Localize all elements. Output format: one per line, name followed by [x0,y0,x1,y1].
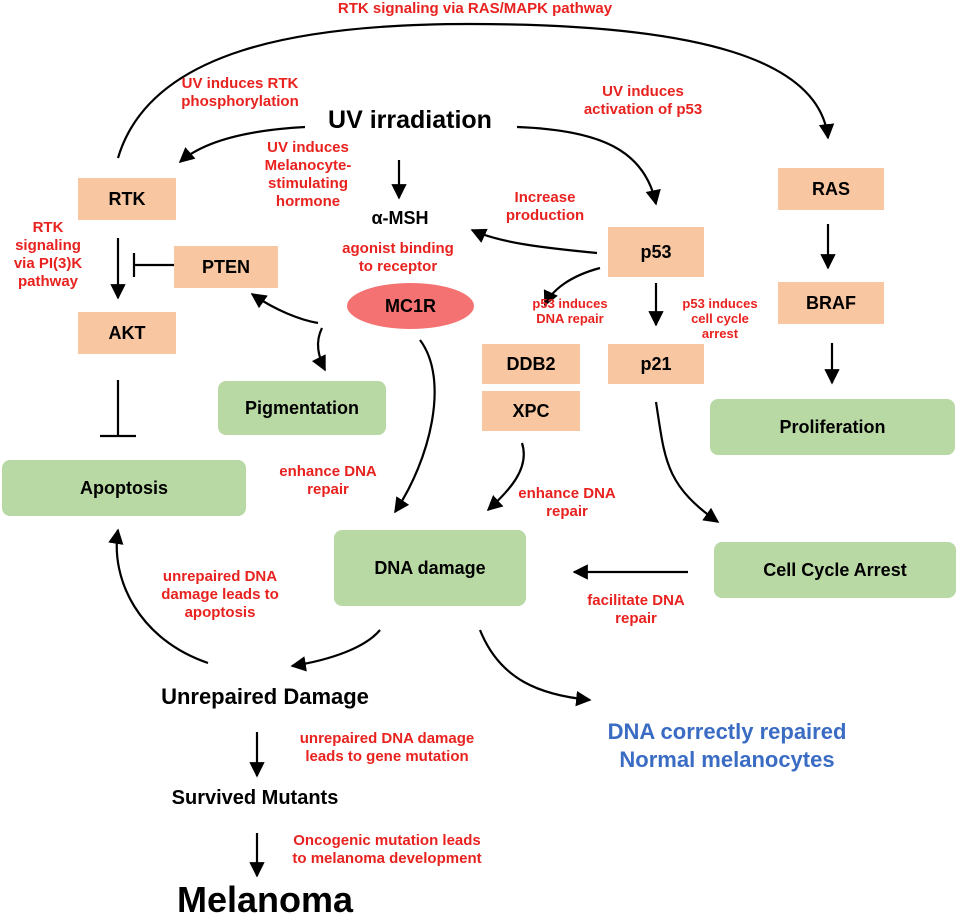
arrow-uv-to-p53 [516,125,661,206]
label-uv-rtk-phosphorylation: UV induces RTK phosphorylation [181,75,299,110]
label-uv-p53: UV induces activation of p53 [583,83,703,118]
label-enhance-dna-repair-right: enhance DNA repair [518,485,616,520]
label-facilitate-dna-repair: facilitate DNA repair [587,592,685,627]
label-p53-dna-repair: p53 induces DNA repair [532,296,608,326]
node-survived-mutants: Survived Mutants [171,787,339,809]
node-dna-correctly-repaired: DNA correctly repaired Normal melanocyte… [607,719,847,772]
label-unrepaired-mutation: unrepaired DNA damage leads to gene muta… [299,730,475,765]
node-dna-damage: DNA damage [334,530,526,606]
arrow-dnadamage-to-unrepaired [290,629,381,672]
node-p21: p21 [608,344,704,384]
arrow-mc1r-to-dnadamage [394,339,436,514]
arrow-rtk-to-ras [116,22,835,159]
arrow-xpc-to-dnadamage [486,442,525,512]
node-apoptosis: Apoptosis [2,460,246,516]
node-ras: RAS [778,168,884,210]
node-unrepaired-damage: Unrepaired Damage [161,684,369,709]
node-proliferation: Proliferation [710,399,955,455]
label-rtk-pi3k: RTK signaling via PI(3)K pathway [13,219,83,290]
node-xpc: XPC [482,391,580,431]
inhibit-akt-apoptosis [100,380,136,438]
inhibit-pten [132,253,174,277]
arrow-mc1r-to-pten [250,293,319,325]
label-rtk-ras-mapk: RTK signaling via RAS/MAPK pathway [337,0,613,17]
node-uv-irradiation: UV irradiation [328,106,492,134]
arrow-p21-to-cellcycle [654,401,720,523]
node-akt: AKT [78,312,176,354]
arrow-unrepaired-to-apoptosis [108,528,209,665]
node-p53: p53 [608,227,704,277]
node-melanoma: Melanoma [176,879,354,920]
arrow-p53-to-ddb2 [543,266,601,307]
label-enhance-dna-repair-left: enhance DNA repair [279,463,377,498]
node-pigmentation: Pigmentation [218,381,386,435]
node-braf: BRAF [778,282,884,324]
label-uv-msh: UV induces Melanocyte- stimulating hormo… [264,139,352,210]
label-agonist-binding: agonist binding to receptor [342,240,454,275]
arrow-uv-to-rtk [178,125,306,164]
arrow-p53-to-msh [470,228,598,255]
node-pten: PTEN [174,246,278,288]
node-rtk: RTK [78,178,176,220]
arrow-dnadamage-to-repaired [478,629,592,707]
label-oncogenic-mutation: Oncogenic mutation leads to melanoma dev… [292,832,482,867]
node-alpha-msh: α-MSH [371,208,429,228]
node-cell-cycle-arrest: Cell Cycle Arrest [714,542,956,598]
label-p53-cell-cycle: p53 induces cell cycle arrest [682,296,758,341]
label-unrepaired-apoptosis: unrepaired DNA damage leads to apoptosis [161,568,279,621]
node-mc1r: MC1R [347,283,474,329]
label-increase-production: Increase production [505,189,585,224]
arrow-mc1r-to-pigment [311,327,326,372]
node-ddb2: DDB2 [482,344,580,384]
